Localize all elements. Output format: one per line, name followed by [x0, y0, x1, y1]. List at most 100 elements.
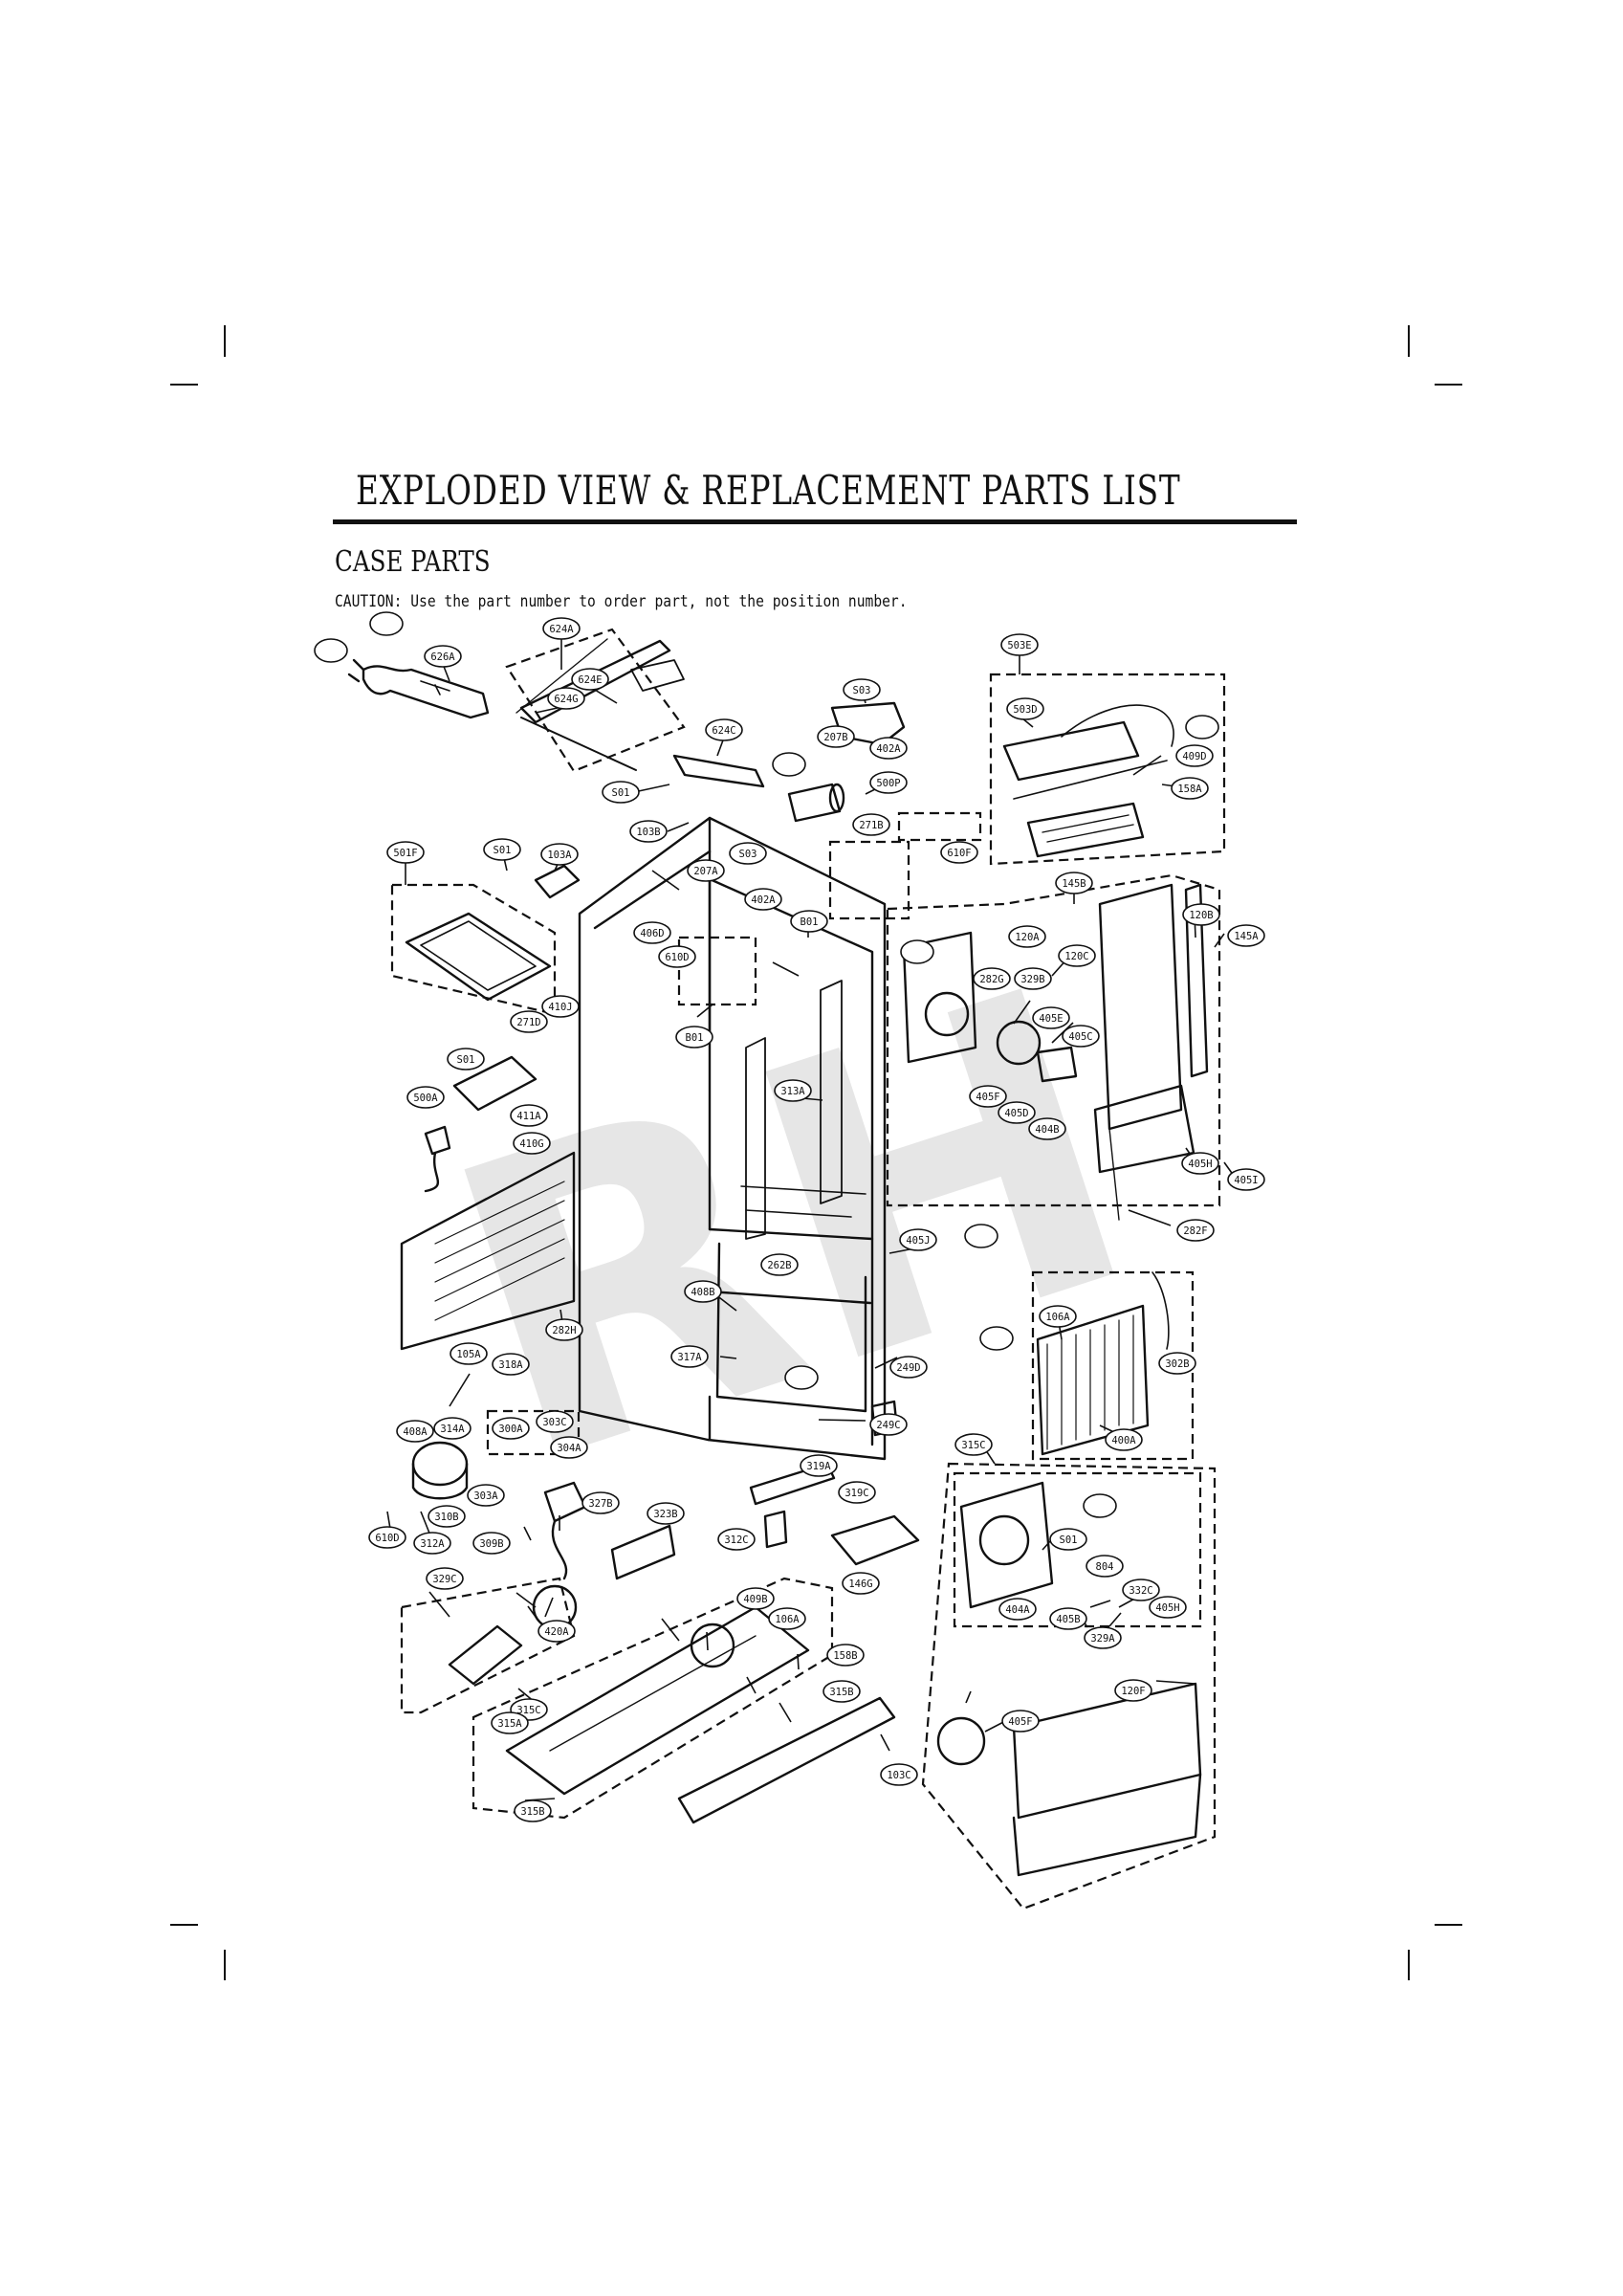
part-label-balloon — [647, 1502, 685, 1525]
part-label-158a: 158A — [1171, 777, 1209, 800]
part-label-balloon — [705, 718, 743, 741]
empty-label-balloon — [1185, 715, 1219, 740]
group-box-303 — [486, 1409, 581, 1456]
part-label-302b: 302B — [1158, 1352, 1196, 1375]
part-label-207a: 207A — [687, 859, 725, 882]
part-label-balloon — [406, 1086, 445, 1109]
part-label-balloon — [602, 781, 640, 804]
part-label-text: 503E — [1007, 640, 1031, 651]
part-label-text: 158B — [833, 1650, 857, 1662]
part-label-balloon — [969, 1085, 1007, 1108]
empty-label-balloon — [1083, 1493, 1117, 1518]
part-label-balloon — [774, 1079, 812, 1102]
part-label-balloon — [1028, 1117, 1066, 1140]
part-label-balloon — [760, 1253, 799, 1276]
part-label-406d: 406D — [633, 921, 671, 944]
part-label-249c: 249C — [869, 1413, 908, 1436]
part-label-405c: 405C — [1062, 1025, 1100, 1048]
part-label-249d: 249D — [889, 1356, 928, 1379]
empty-label-balloon — [772, 752, 806, 777]
part-label-626a: 626A — [424, 645, 462, 668]
drawing-500P — [787, 783, 845, 823]
part-label-text: 402A — [876, 743, 901, 755]
part-label-balloon — [1006, 697, 1044, 720]
part-label-text: 406D — [640, 928, 664, 939]
part-label-text: 410G — [519, 1138, 543, 1150]
drawing-500A — [452, 1055, 537, 1112]
part-label-balloon — [1014, 967, 1052, 990]
part-label-text: 501F — [393, 848, 417, 859]
drawing-503E — [1002, 704, 1174, 858]
part-label-balloon — [510, 1010, 548, 1033]
part-label-text: 405F — [1008, 1716, 1032, 1728]
part-label-balloon — [880, 1763, 918, 1786]
part-label-balloon — [547, 687, 585, 710]
crop-mark-top-left-h — [170, 384, 198, 386]
part-label-text: 319C — [844, 1488, 868, 1499]
part-label-balloon — [658, 945, 696, 968]
part-label-text: 120A — [1015, 932, 1040, 943]
part-label-282g: 282G — [973, 967, 1011, 990]
part-label-315b: 315B — [822, 1680, 861, 1703]
drawing-103A — [534, 864, 581, 899]
part-label-404b: 404B — [1028, 1117, 1066, 1140]
part-label-420a: 420A — [537, 1620, 576, 1643]
part-label-text: S03 — [739, 849, 757, 860]
part-label-text: 405C — [1068, 1031, 1092, 1043]
part-label-balloon — [838, 1481, 876, 1504]
part-label-text: 411A — [516, 1111, 541, 1122]
group-box-315 — [472, 1577, 834, 1820]
part-label-405h: 405H — [1149, 1596, 1187, 1619]
part-label-balloon — [581, 1491, 620, 1514]
part-label-text: 282G — [979, 974, 1003, 985]
part-label-text: 420A — [544, 1626, 569, 1638]
part-label-500a: 500A — [406, 1086, 445, 1109]
part-label-balloon — [717, 1528, 756, 1551]
part-label-balloon — [852, 813, 890, 836]
part-label-106a: 106A — [768, 1607, 806, 1630]
group-box-302B — [1031, 1270, 1195, 1461]
part-label-text: 103C — [887, 1770, 910, 1781]
part-label-120a: 120A — [1008, 925, 1046, 948]
part-label-balloon — [800, 1454, 838, 1477]
part-label-balloon — [550, 1436, 588, 1459]
drawing-411A — [424, 1125, 451, 1193]
group-box-332C — [921, 1462, 1217, 1910]
part-label-text: B01 — [801, 916, 819, 928]
part-label-text: 145B — [1062, 878, 1086, 890]
part-label-s01: S01 — [447, 1048, 485, 1071]
crop-mark-top-right-v — [1408, 325, 1410, 357]
drawing-106A-lower — [763, 1510, 788, 1549]
group-box-624A — [505, 628, 686, 773]
part-label-text: 303A — [473, 1490, 498, 1502]
part-label-text: 249C — [876, 1420, 900, 1431]
part-label-405d: 405D — [998, 1101, 1036, 1124]
drawing-626A — [347, 658, 490, 719]
drawing-624A — [515, 638, 685, 771]
crop-mark-bottom-left-h — [170, 1924, 198, 1926]
part-label-text: 624A — [549, 624, 574, 635]
part-label-balloon — [899, 1228, 937, 1251]
part-label-624c: 624C — [705, 718, 743, 741]
part-label-405f: 405F — [969, 1085, 1007, 1108]
group-boxes — [390, 628, 1226, 1910]
part-label-text: 304A — [557, 1443, 581, 1454]
part-label-106a: 106A — [1039, 1305, 1077, 1328]
part-label-400a: 400A — [1105, 1428, 1143, 1451]
part-label-312a: 312A — [413, 1532, 451, 1555]
part-label-b01: B01 — [790, 910, 828, 933]
part-label-146g: 146G — [842, 1572, 880, 1595]
drawing-120F — [959, 1481, 1054, 1609]
part-label-610d: 610D — [658, 945, 696, 968]
part-label-304a: 304A — [550, 1436, 588, 1459]
part-label-text: 158A — [1177, 784, 1202, 795]
part-label-text: 207A — [693, 866, 718, 877]
part-label-text: 610F — [947, 848, 971, 859]
part-label-text: 120B — [1189, 910, 1213, 921]
part-label-282h: 282H — [545, 1318, 583, 1341]
part-label-balloon — [1084, 1626, 1122, 1649]
part-label-120c: 120C — [1058, 944, 1096, 967]
part-label-text: 103B — [636, 827, 660, 838]
part-label-balloon — [633, 921, 671, 944]
